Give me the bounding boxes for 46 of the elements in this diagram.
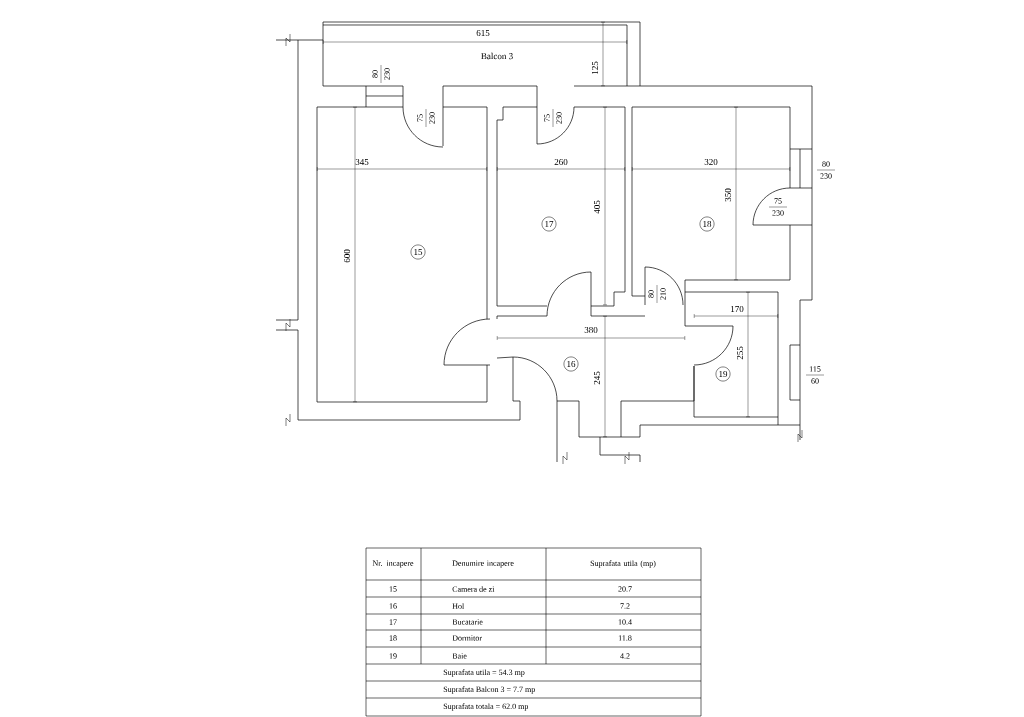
room-label: Balcon 3 bbox=[481, 52, 513, 60]
header-text: Nr. incapere bbox=[372, 560, 414, 568]
dimension-label: 345 bbox=[355, 159, 369, 166]
area-value: 20.7 bbox=[618, 586, 632, 592]
opening-size: 75 230 bbox=[768, 198, 788, 216]
room-number: 15 bbox=[410, 244, 426, 260]
opening-size: 80 210 bbox=[648, 284, 666, 304]
area-value: 10.4 bbox=[618, 619, 632, 625]
dimension-label: 170 bbox=[731, 305, 744, 313]
dimension-label: 260 bbox=[554, 158, 568, 166]
room-name: Hol bbox=[452, 603, 465, 609]
dimension-label: 600 bbox=[343, 249, 351, 263]
room-number: 17 bbox=[541, 216, 557, 232]
area-value: 11.8 bbox=[618, 635, 632, 641]
dimension-label: 405 bbox=[593, 200, 601, 214]
room-number: 17 bbox=[389, 619, 397, 625]
room-number: 19 bbox=[715, 366, 731, 382]
area-value: 4.2 bbox=[620, 653, 630, 659]
header-text: Denumire incapere bbox=[452, 560, 514, 568]
opening-size: 80 230 bbox=[372, 64, 390, 84]
room-name: Bucatarie bbox=[452, 619, 483, 625]
opening-size: 80 230 bbox=[816, 161, 836, 179]
dimension-label: 350 bbox=[724, 188, 732, 202]
dimension-label: 615 bbox=[476, 30, 490, 37]
room-number: 16 bbox=[389, 603, 397, 609]
room-number: 15 bbox=[389, 586, 397, 592]
dimension-label: 125 bbox=[592, 61, 599, 74]
dimension-label: 245 bbox=[594, 371, 601, 385]
dimension-label: 255 bbox=[737, 346, 744, 360]
room-number: 18 bbox=[389, 635, 397, 641]
opening-size: 75 230 bbox=[544, 108, 562, 128]
room-number: 18 bbox=[699, 216, 715, 232]
dimension-label: 380 bbox=[584, 326, 598, 334]
area-value: 7.2 bbox=[620, 603, 630, 609]
opening-size: 75 230 bbox=[417, 108, 435, 128]
room-number: 16 bbox=[563, 356, 579, 372]
area-total: Suprafata totala = 62.0 mp bbox=[443, 703, 529, 711]
room-name: Camera de zi bbox=[452, 586, 495, 592]
opening-size: 115 60 bbox=[805, 366, 825, 384]
room-name: Dormitor bbox=[452, 635, 482, 641]
dimension-label: 320 bbox=[704, 158, 718, 166]
area-total: Suprafata utila = 54.3 mp bbox=[443, 669, 525, 677]
area-total: Suprafata Balcon 3 = 7.7 mp bbox=[443, 686, 535, 694]
header-text: Suprafata utila (mp) bbox=[590, 560, 656, 568]
room-name: Baie bbox=[452, 653, 467, 659]
room-number: 19 bbox=[389, 653, 397, 659]
